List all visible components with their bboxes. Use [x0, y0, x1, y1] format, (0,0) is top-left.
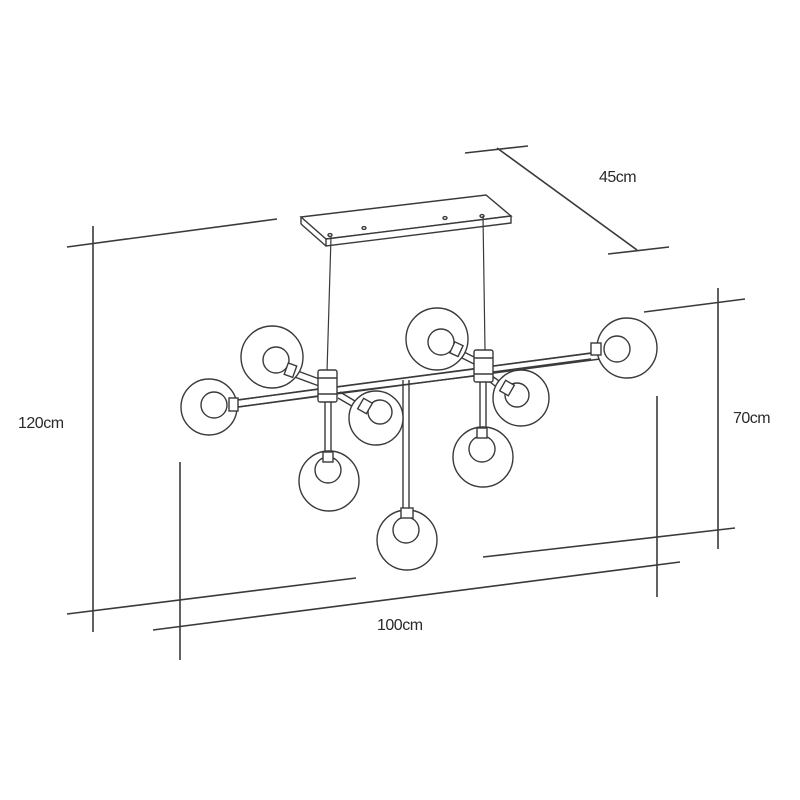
suspension-cords [326, 215, 486, 373]
globe-upper-center-right [405, 307, 469, 371]
depth-label: 45cm [599, 169, 637, 186]
globe-center-bottom [376, 507, 438, 571]
fixture-height-label: 70cm [733, 410, 771, 427]
width-dimension-lines [152, 396, 681, 660]
globe-lower-right [452, 426, 514, 488]
height-120-dimension-lines [66, 218, 357, 632]
width-label: 100cm [377, 617, 423, 634]
globe-far-right [590, 317, 658, 379]
depth-dimension-lines [464, 145, 670, 255]
hub-connectors [317, 349, 494, 403]
globe-lower-left [298, 450, 360, 512]
ceiling-canopy [299, 194, 513, 247]
total-height-label: 120cm [18, 415, 64, 432]
globe-center-left-rear [348, 390, 404, 446]
front-rod-overlay [237, 352, 592, 408]
globe-center-right-rear [492, 369, 550, 427]
height-70-dimension-lines [482, 288, 746, 558]
globe-far-left [180, 378, 239, 436]
globe-upper-left [240, 325, 304, 389]
